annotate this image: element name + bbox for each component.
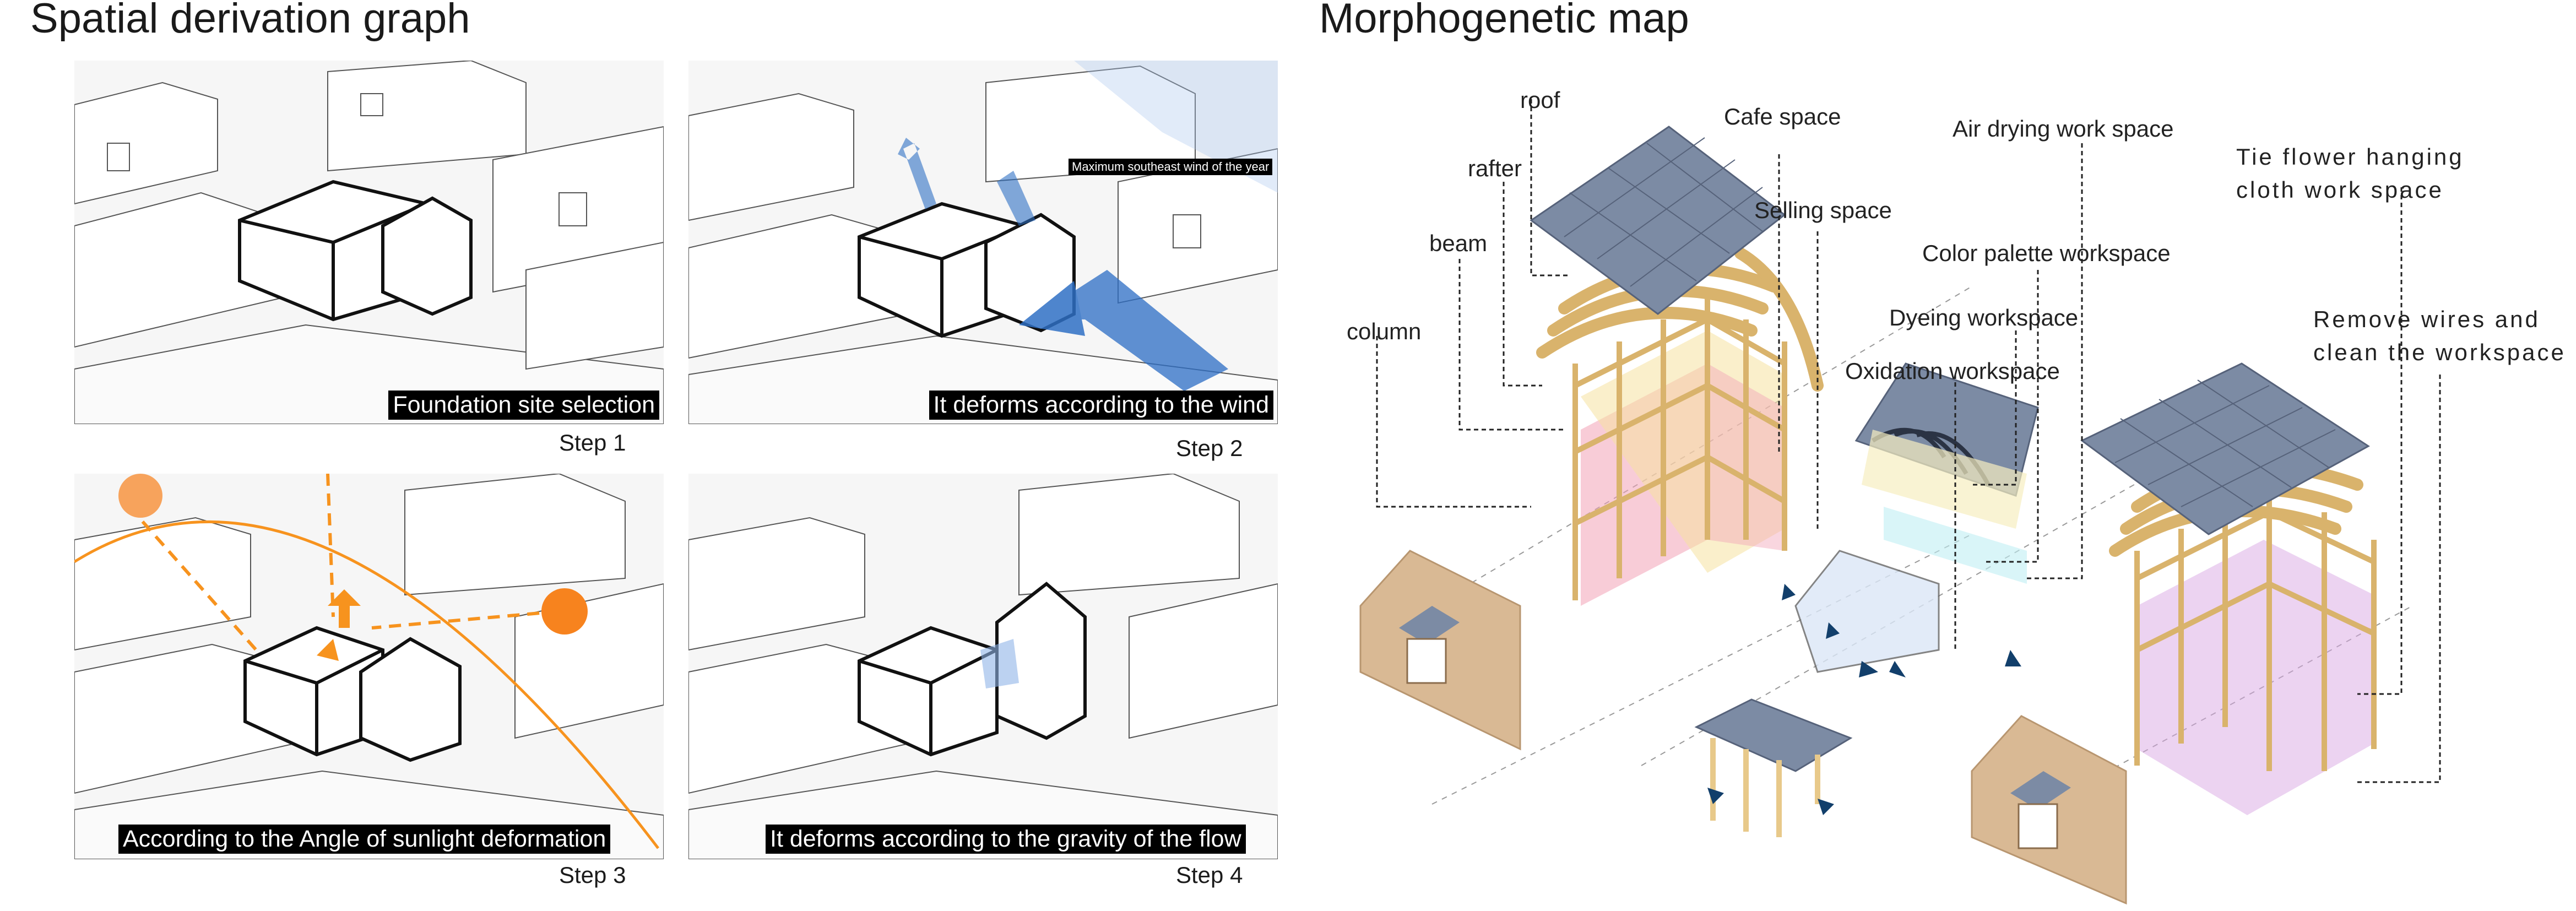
label-remove-wires-line1: Remove wires and <box>2313 306 2540 332</box>
label-remove-wires-line2: clean the workspace <box>2313 339 2566 365</box>
step-1-label: Step 1 <box>559 430 626 456</box>
step-1-caption: Foundation site selection <box>388 391 659 420</box>
flow-arrow-icons <box>1707 584 2021 815</box>
label-tie-flower-line2: cloth work space <box>2236 177 2444 203</box>
label-selling-space: Selling space <box>1754 197 1892 223</box>
label-column: column <box>1347 318 1422 344</box>
label-tie-flower-line1: Tie flower hanging <box>2236 144 2464 170</box>
village-sketch-2 <box>688 61 1278 424</box>
sun-evening-icon <box>541 588 588 635</box>
step-4-label: Step 4 <box>1176 862 1243 888</box>
label-remove-wires: Remove wires and clean the workspace <box>2313 303 2566 369</box>
label-roof: roof <box>1520 87 1560 113</box>
label-beam: beam <box>1429 230 1488 256</box>
label-color-palette: Color palette workspace <box>1922 240 2171 266</box>
label-tie-flower: Tie flower hanging cloth work space <box>2236 140 2464 207</box>
left-roof <box>1530 126 1786 315</box>
step-3-label: Step 3 <box>559 862 626 888</box>
middle-pavilion-roof <box>1694 698 1853 772</box>
tie-flower-zone <box>2137 540 2374 815</box>
label-oxidation: Oxidation workspace <box>1845 358 2060 384</box>
right-title: Morphogenetic map <box>1319 0 1689 42</box>
label-dyeing: Dyeing workspace <box>1889 305 2079 330</box>
panel-step-1: Foundation site selection <box>74 61 664 424</box>
label-air-drying: Air drying work space <box>1953 116 2174 142</box>
step-4-caption: It deforms according to the gravity of t… <box>766 825 1246 854</box>
sun-morning-icon <box>118 474 162 518</box>
label-cafe-space: Cafe space <box>1724 104 1841 129</box>
right-roof <box>2080 362 2370 535</box>
step-3-caption: According to the Angle of sunlight defor… <box>118 825 611 854</box>
panel-step-2: Maximum southeast wind of the year It de… <box>688 61 1278 424</box>
step-2-caption: It deforms according to the wind <box>929 391 1273 420</box>
village-sketch-1 <box>74 61 664 424</box>
village-sketch-4 <box>688 474 1278 859</box>
left-title: Spatial derivation graph <box>30 0 470 42</box>
panel-step-3: According to the Angle of sunlight defor… <box>74 474 664 859</box>
label-rafter: rafter <box>1468 155 1522 181</box>
morphogenetic-exploded-diagram <box>1359 99 2441 905</box>
panel-step-4: It deforms according to the gravity of t… <box>688 474 1278 859</box>
step-2-label: Step 2 <box>1176 435 1243 461</box>
wind-annotation: Maximum southeast wind of the year <box>1069 159 1273 175</box>
village-sketch-3 <box>74 474 664 859</box>
